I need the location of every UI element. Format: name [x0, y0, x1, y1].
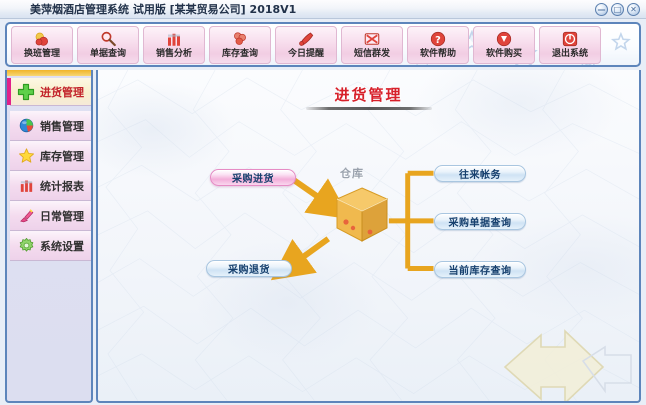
bar-chart-icon: [14, 175, 38, 197]
sidebar-item-3[interactable]: 库存管理: [10, 141, 91, 171]
sidebar-item-2[interactable]: 销售管理: [10, 111, 91, 141]
maximize-icon: □: [613, 5, 622, 14]
toolbar-button-label: 销售分析: [155, 49, 192, 59]
process-flow-diagram: 仓库 采购进货采购退货 往来帐务采购单据查询当前库存查询: [98, 70, 639, 401]
warehouse-label: 仓库: [340, 167, 364, 180]
toolbar-button-2[interactable]: 单据查询: [77, 26, 139, 64]
toolbar-button-8[interactable]: 软件购买: [473, 26, 535, 64]
page-title: 进货管理: [334, 86, 403, 104]
bell-icon: [297, 29, 315, 48]
help-icon: ?: [429, 29, 447, 48]
toolbar-button-5[interactable]: 今日提醒: [275, 26, 337, 64]
diagram-right-button-1[interactable]: 往来帐务: [434, 165, 526, 182]
diagram-left-button-1[interactable]: 采购进货: [210, 169, 296, 186]
diagram-right-button-3[interactable]: 当前库存查询: [434, 261, 526, 278]
toolbar-button-label: 换班管理: [23, 49, 60, 59]
sidebar-item-label: 日常管理: [40, 209, 84, 223]
sidebar-item-label: 系统设置: [40, 239, 84, 253]
yellow-star-icon: [14, 145, 38, 167]
main-toolbar: 换班管理 单据查询 销售分析 库存查询 今日提醒 短信群发 ? 软件帮助: [5, 22, 641, 67]
toolbar-button-label: 单据查询: [89, 49, 126, 59]
toolbar-button-1[interactable]: 换班管理: [11, 26, 73, 64]
toolbar-button-3[interactable]: 销售分析: [143, 26, 205, 64]
diagram-right-button-2[interactable]: 采购单据查询: [434, 213, 526, 230]
toolbar-button-6[interactable]: 短信群发: [341, 26, 403, 64]
pie-sphere-icon: [14, 115, 38, 137]
toolbar-button-label: 软件帮助: [419, 49, 456, 59]
maximize-button[interactable]: □: [611, 3, 624, 16]
close-icon: ✕: [630, 5, 637, 14]
toolbar-button-label: 今日提醒: [287, 49, 324, 59]
toolbar-button-9[interactable]: 退出系统: [539, 26, 601, 64]
diagram-left-button-2[interactable]: 采购退货: [206, 260, 292, 277]
sms-icon: [363, 29, 381, 48]
gear-icon: [14, 235, 38, 257]
window-controls: — □ ✕: [595, 3, 640, 16]
stock-icon: [231, 29, 249, 48]
sidebar-item-list: 进货管理 销售管理库存管理 统计报表 日常管理 系统设置: [7, 78, 91, 261]
sidebar-nav: 进货管理 销售管理库存管理 统计报表 日常管理 系统设置: [5, 70, 93, 403]
toolbar-button-7[interactable]: ? 软件帮助: [407, 26, 469, 64]
page-title-rule: [305, 107, 432, 110]
toolbar-button-group: 换班管理 单据查询 销售分析 库存查询 今日提醒 短信群发 ? 软件帮助: [11, 26, 601, 64]
toolbar-button-label: 短信群发: [353, 49, 390, 59]
sidebar-item-4[interactable]: 统计报表: [10, 171, 91, 201]
shift-icon: [33, 29, 51, 48]
sidebar-item-1[interactable]: 进货管理: [7, 78, 91, 106]
power-icon: [561, 29, 579, 48]
sidebar-top-accent: [7, 70, 91, 76]
magnifier-icon: [99, 29, 117, 48]
window-titlebar: 美萍烟酒店管理系统 试用版 [某某贸易公司] 2018V1 — □ ✕: [0, 0, 646, 19]
toolbar-button-label: 库存查询: [221, 49, 258, 59]
brush-icon: [14, 205, 38, 227]
purchase-icon: [495, 29, 513, 48]
sidebar-item-5[interactable]: 日常管理: [10, 201, 91, 231]
sidebar-item-label: 统计报表: [40, 179, 84, 193]
main-content-panel: 进货管理 仓库: [96, 70, 641, 403]
page-title-wrap: 进货管理: [98, 84, 639, 105]
warehouse-box-icon: [335, 187, 389, 242]
sidebar-item-label: 进货管理: [40, 85, 84, 99]
minimize-button[interactable]: —: [595, 3, 608, 16]
sidebar-item-6[interactable]: 系统设置: [10, 231, 91, 261]
minimize-icon: —: [597, 5, 606, 14]
toolbar-button-label: 软件购买: [485, 49, 522, 59]
bar-chart-icon: [165, 29, 183, 48]
window-title: 美萍烟酒店管理系统 试用版 [某某贸易公司] 2018V1: [30, 3, 297, 16]
sidebar-item-label: 销售管理: [40, 119, 84, 133]
green-plus-icon: [14, 81, 38, 103]
close-button[interactable]: ✕: [627, 3, 640, 16]
toolbar-button-4[interactable]: 库存查询: [209, 26, 271, 64]
svg-text:?: ?: [435, 34, 441, 45]
toolbar-button-label: 退出系统: [551, 49, 588, 59]
sidebar-item-label: 库存管理: [40, 149, 84, 163]
